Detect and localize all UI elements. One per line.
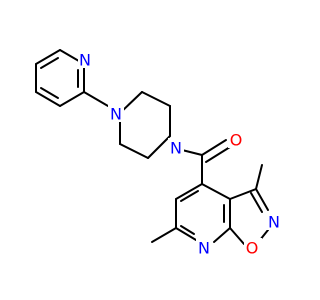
atom-isoxazole-o: O <box>244 238 262 258</box>
atom-label: N <box>198 239 210 258</box>
bond <box>213 227 231 243</box>
bond <box>35 91 61 107</box>
bond <box>201 139 227 156</box>
bond <box>59 91 85 107</box>
bond <box>141 91 171 107</box>
molecule-canvas: N N N O N O N <box>35 49 282 258</box>
bond <box>229 227 245 245</box>
atom-label: O <box>230 131 243 150</box>
bond <box>175 227 197 241</box>
molecule-structure: N N N O N O N <box>35 49 282 258</box>
atom-piperazine-n1: N <box>108 104 124 124</box>
bond <box>180 190 199 202</box>
bond <box>255 164 263 190</box>
bond <box>40 57 59 69</box>
atom-pyridine-n: N <box>78 50 92 70</box>
atom-carbonyl-o: O <box>228 130 246 150</box>
bond <box>229 188 257 200</box>
bond <box>119 143 149 159</box>
atom-label: N <box>79 51 91 70</box>
bond <box>205 146 231 163</box>
atom-fused-pyridine-n: N <box>196 238 212 258</box>
bond <box>201 183 231 200</box>
bond <box>151 227 177 243</box>
fused-pyridine-ring <box>175 183 231 243</box>
bond <box>40 87 59 99</box>
isoxazole-ring <box>229 188 269 245</box>
atom-piperazine-n2: N <box>168 138 184 158</box>
piperazine-ring <box>119 91 171 159</box>
atom-label: N <box>110 105 122 124</box>
atom-label: N <box>170 139 182 158</box>
bond <box>250 192 263 213</box>
atom-label: O <box>246 239 259 258</box>
bond <box>180 225 195 235</box>
bond <box>255 188 269 211</box>
bond <box>35 49 61 65</box>
bond <box>83 91 109 107</box>
atom-label: N <box>268 213 280 232</box>
atom-isoxazole-n: N <box>266 212 282 232</box>
bond <box>175 183 203 200</box>
pyridine-ring <box>35 49 85 107</box>
bond <box>147 135 171 159</box>
